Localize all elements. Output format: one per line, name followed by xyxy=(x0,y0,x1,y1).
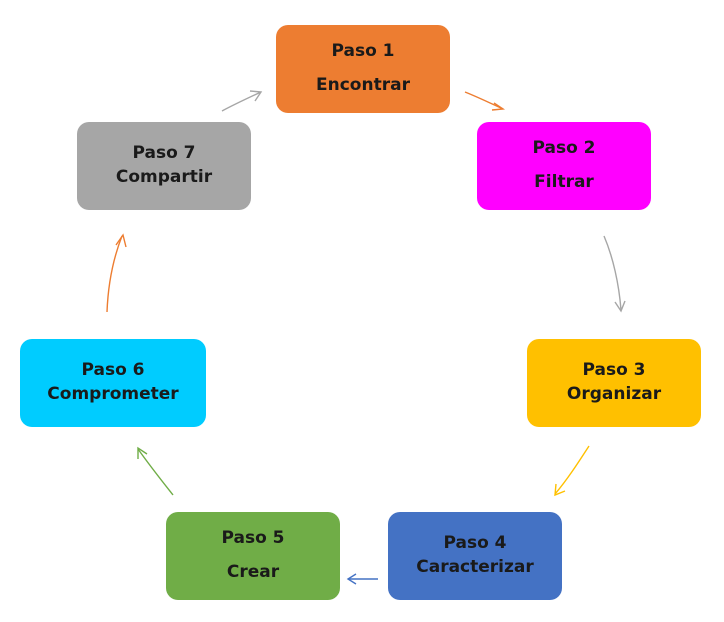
arrow-step7-to-step1 xyxy=(221,91,262,112)
step-7-box: Paso 7 Compartir xyxy=(77,122,251,210)
step-6-number: Paso 6 xyxy=(81,360,145,381)
arrowhead-step5-to-step6 xyxy=(137,446,148,459)
step-2-number: Paso 2 xyxy=(532,138,596,159)
arrow-step3-to-step4 xyxy=(554,445,590,495)
step-7-label: Compartir xyxy=(115,167,213,187)
step-6-label: Comprometer xyxy=(47,384,179,404)
arrowhead-step6-to-step7 xyxy=(115,233,127,248)
arrow-step1-to-step2 xyxy=(464,91,504,110)
step-3-label: Organizar xyxy=(566,384,662,404)
step-3-box: Paso 3 Organizar xyxy=(527,339,701,427)
arrow-step6-to-step7 xyxy=(106,235,123,313)
arrow-step5-to-step6 xyxy=(137,448,174,496)
step-2-label: Filtrar xyxy=(534,172,594,192)
step-4-box: Paso 4 Caracterizar xyxy=(388,512,562,600)
step-7-number: Paso 7 xyxy=(132,143,196,164)
step-5-box: Paso 5 Crear xyxy=(166,512,340,600)
step-1-box: Paso 1 Encontrar xyxy=(276,25,450,113)
arrow-step2-to-step3 xyxy=(603,235,622,311)
arrowhead-step4-to-step5 xyxy=(346,573,357,585)
step-1-label: Encontrar xyxy=(316,75,410,95)
step-3-number: Paso 3 xyxy=(582,360,646,381)
step-6-box: Paso 6 Comprometer xyxy=(20,339,206,427)
step-4-label: Caracterizar xyxy=(416,557,534,577)
arrowhead-step2-to-step3 xyxy=(614,300,626,313)
step-2-box: Paso 2 Filtrar xyxy=(477,122,651,210)
arrowhead-step3-to-step4 xyxy=(554,483,566,497)
arrowhead-step7-to-step1 xyxy=(249,90,263,102)
step-4-number: Paso 4 xyxy=(443,533,507,554)
step-5-number: Paso 5 xyxy=(221,528,285,549)
arrowhead-step1-to-step2 xyxy=(491,102,506,111)
step-1-number: Paso 1 xyxy=(331,41,395,62)
step-5-label: Crear xyxy=(226,562,280,582)
